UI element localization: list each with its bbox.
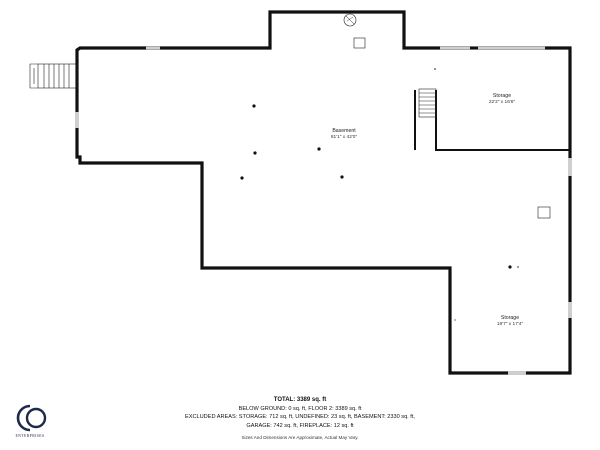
storage-top-wall xyxy=(435,90,570,151)
total-area: TOTAL: 3389 sq. ft xyxy=(273,397,327,403)
support-posts xyxy=(240,68,519,321)
area-summary: TOTAL: 3389 sq. ft BELOW GROUND: 0 sq. f… xyxy=(150,396,450,443)
water-heater-icon xyxy=(343,13,357,27)
fixture-square xyxy=(537,206,551,219)
area-line-1: BELOW GROUND: 0 sq. ft, FLOOR 2: 3389 sq… xyxy=(238,405,362,412)
windows xyxy=(75,46,572,375)
exterior-stairs xyxy=(29,63,77,89)
area-line-3: GARAGE: 742 sq. ft, FIREPLACE: 12 sq. ft xyxy=(246,422,354,429)
interior-stairs xyxy=(418,88,437,118)
room-label-basement: Basement xyxy=(332,128,356,134)
room-label-storage-bottom: Storage xyxy=(501,315,519,321)
room-dims-basement: 81'1" x 42'0" xyxy=(331,134,358,140)
room-dims-storage-top: 22'2" x 16'6" xyxy=(489,99,516,105)
area-line-2: EXCLUDED AREAS: STORAGE: 712 sq. ft, UND… xyxy=(185,414,415,420)
logo-text: ENTERPRISES xyxy=(15,434,45,438)
company-logo-icon xyxy=(16,404,47,432)
disclaimer: Sizes And Dimensions Are Approximate, Ac… xyxy=(241,435,359,440)
room-label-storage-top: Storage xyxy=(493,93,511,99)
floor-plan: Basement 81'1" x 42'0" Storage 22'2" x 1… xyxy=(29,10,572,375)
fixture-square xyxy=(353,37,366,49)
room-dims-storage-bottom: 19'7" x 17'4" xyxy=(497,321,524,327)
outer-wall xyxy=(75,10,572,375)
